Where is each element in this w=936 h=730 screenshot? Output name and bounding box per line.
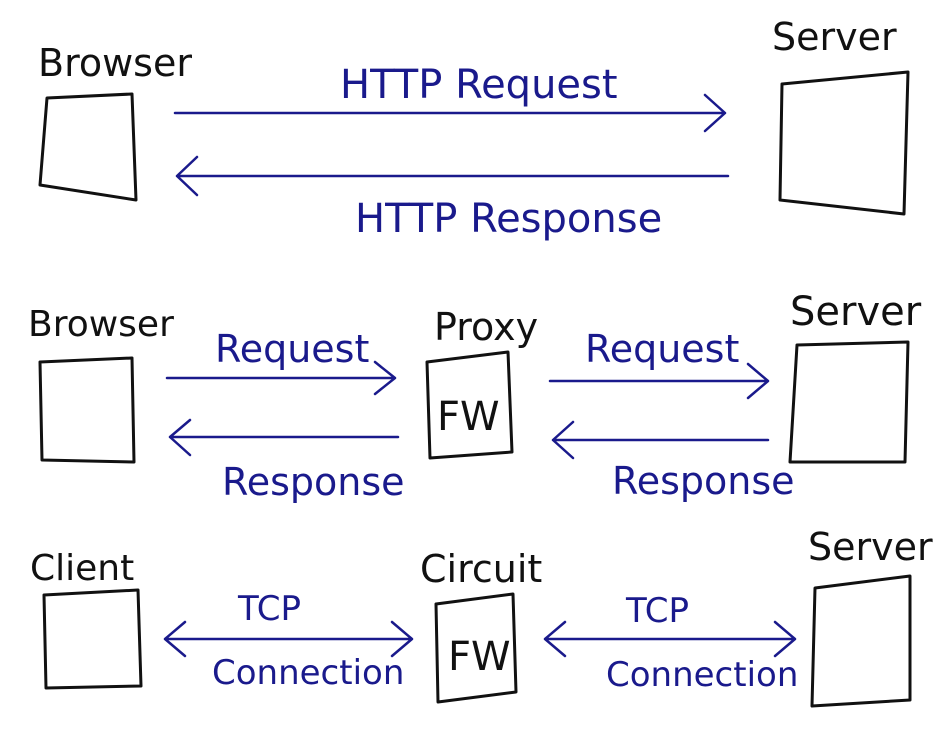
row3-right-tcp-label: TCP [625, 591, 689, 631]
row2-left-response-label: Response [222, 460, 405, 504]
row1-browser-label: Browser [38, 41, 192, 85]
row3-client-label: Client [30, 548, 134, 589]
row3-circuit-box [434, 592, 518, 704]
row2-left-request-label: Request [215, 327, 369, 371]
row2-server-box [788, 340, 910, 464]
row3-left-connection-label: Connection [212, 653, 404, 693]
row1-request-arrow [173, 93, 727, 133]
row1-request-label: HTTP Request [340, 62, 618, 108]
row2-right-response-arrow [551, 420, 770, 460]
row3-client-box [42, 588, 143, 690]
row3-right-connection-label: Connection [606, 655, 798, 695]
row2-right-request-arrow [548, 362, 770, 400]
row2-browser-label: Browser [28, 304, 174, 345]
row2-left-request-arrow [165, 360, 397, 396]
row1-response-arrow [175, 155, 730, 197]
row3-left-tcp-arrow [163, 620, 414, 658]
row3-server-label: Server [808, 525, 933, 569]
row2-proxy-label: Proxy [434, 305, 538, 349]
row2-right-request-label: Request [585, 327, 739, 371]
row3-left-tcp-label: TCP [237, 589, 301, 629]
row3-circuit-label: Circuit [420, 547, 542, 591]
row1-browser-box [38, 92, 138, 202]
row1-response-label: HTTP Response [355, 196, 662, 242]
row2-browser-box [38, 356, 136, 464]
row3-right-tcp-arrow [543, 620, 797, 658]
row3-server-box [810, 574, 912, 708]
row2-proxy-box [425, 350, 514, 460]
row2-server-label: Server [790, 289, 922, 335]
row2-proxy-fw-text: FW [437, 394, 500, 440]
row2-right-response-label: Response [612, 459, 795, 503]
row2-left-response-arrow [168, 418, 400, 457]
row1-server-box [778, 70, 910, 216]
row3-circuit-fw-text: FW [448, 634, 511, 680]
row1-server-label: Server [772, 15, 897, 59]
